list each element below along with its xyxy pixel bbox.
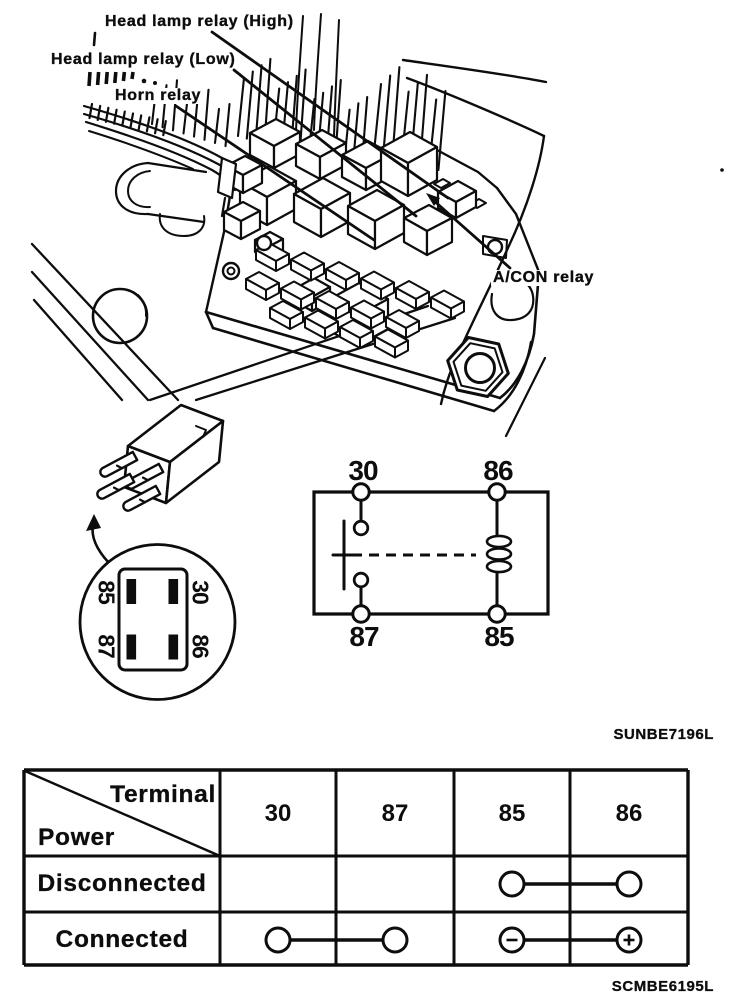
table-grid bbox=[22, 768, 690, 967]
table-column-header-30: 30 bbox=[264, 800, 292, 827]
table-row-label-connected: Connected bbox=[55, 925, 189, 953]
pin-label-86: 86 bbox=[187, 634, 214, 658]
table-corner-terminal: Terminal bbox=[110, 781, 216, 808]
relay-part-and-pin-view-figure bbox=[78, 403, 237, 701]
schematic-label-30: 30 bbox=[348, 455, 378, 486]
table-column-header-86: 86 bbox=[615, 800, 643, 827]
table-corner-power: Power bbox=[38, 824, 116, 851]
continuity-circle bbox=[498, 870, 526, 898]
continuity-circle bbox=[381, 926, 409, 954]
pin-label-87: 87 bbox=[93, 634, 120, 658]
schematic-label-87: 87 bbox=[349, 621, 379, 652]
relay-circuit-schematic bbox=[312, 482, 550, 624]
pin-label-85: 85 bbox=[93, 580, 120, 604]
schematic-label-86: 86 bbox=[483, 455, 513, 486]
label-headlamp-relay-low: Head lamp relay (Low) bbox=[49, 51, 238, 68]
table-row-label-disconnected: Disconnected bbox=[37, 869, 207, 897]
figure-code: SUNBE7196L bbox=[613, 726, 714, 743]
table-column-header-85: 85 bbox=[498, 800, 526, 827]
continuity-circle bbox=[264, 926, 292, 954]
table-column-header-87: 87 bbox=[381, 800, 409, 827]
engine-bay-figure bbox=[30, 13, 724, 438]
label-horn-relay: Horn relay bbox=[113, 87, 204, 104]
table-line bbox=[24, 769, 221, 858]
label-headlamp-relay-high: Head lamp relay (High) bbox=[103, 13, 296, 30]
continuity-circle bbox=[615, 870, 643, 898]
table-code: SCMBE6195L bbox=[611, 978, 714, 995]
label-acon-relay: A/CON relay bbox=[491, 269, 597, 286]
pin-label-30: 30 bbox=[187, 580, 214, 604]
schematic-label-85: 85 bbox=[484, 621, 514, 652]
